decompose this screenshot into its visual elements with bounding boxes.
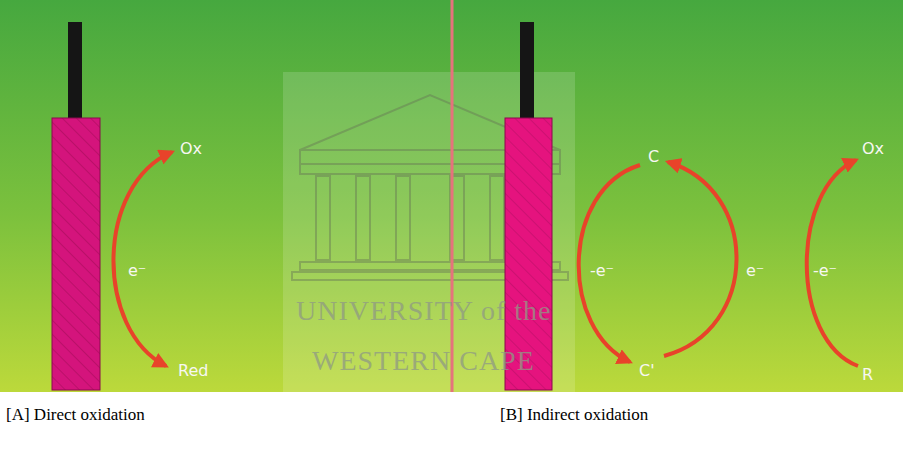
watermark-text: UNIVERSITY of the — [296, 296, 551, 327]
electron-label: -e⁻ — [590, 262, 614, 280]
electron-label: e⁻ — [746, 262, 764, 280]
electrode — [505, 22, 552, 390]
panel-caption: [B] Indirect oxidation — [500, 406, 648, 425]
panel-caption: [A] Direct oxidation — [6, 406, 145, 425]
species-label: Ox — [180, 140, 202, 158]
electron-label: e⁻ — [128, 262, 146, 280]
mediator-label: C — [648, 148, 659, 166]
species-label: Ox — [862, 140, 884, 158]
electron-arrows — [113, 152, 858, 366]
electrode — [52, 22, 100, 390]
electron-label: -e⁻ — [813, 262, 837, 280]
divider-line — [451, 0, 454, 392]
watermark-logo — [283, 72, 575, 392]
mediator-label: C' — [639, 362, 655, 380]
species-label: Red — [178, 362, 208, 380]
background — [0, 0, 903, 392]
species-label: R — [862, 366, 873, 384]
watermark-text: WESTERN CAPE — [312, 346, 535, 377]
